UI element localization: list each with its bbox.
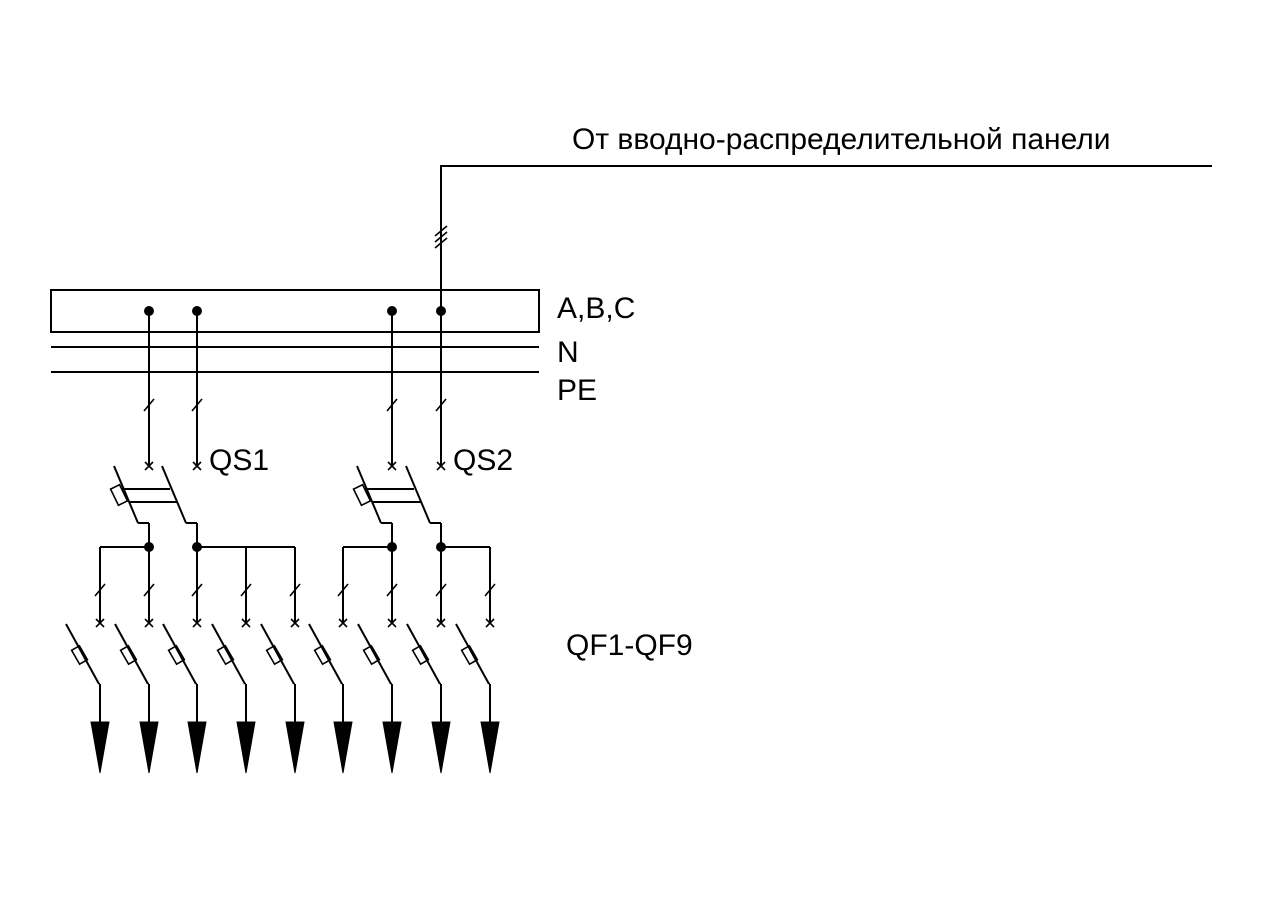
conductor-tick [386,398,398,412]
breaker-blade [114,623,149,685]
contact-cross [387,618,397,628]
breaker-release-box [167,644,186,666]
conductor-tick [435,398,447,412]
pe-bus-label: PE [557,374,597,407]
phase-busbar [50,289,540,333]
switch-release-box [109,483,129,507]
contact-cross [485,618,495,628]
feeder-arrow [90,721,110,774]
feeder-arrow [139,721,159,774]
main-switch-group [100,306,490,552]
breaker-qf1 [65,547,110,774]
feeder-arrow [285,721,305,774]
feeder-arrow [382,721,402,774]
conductor-tick [386,583,398,597]
breaker-blade [162,623,197,685]
breaker-blade [65,623,100,685]
contact-cross [144,618,154,628]
conductor-tick [143,398,155,412]
switch-release-box [352,483,372,507]
contact-cross [290,618,300,628]
breaker-qf8 [406,547,451,774]
breaker-blade [455,623,490,685]
breaker-qf5 [260,547,305,774]
feeder-arrow [187,721,207,774]
contact-cross [144,461,154,471]
breaker-blade [211,623,246,685]
breaker-qf4 [211,547,256,774]
breaker-qf3 [162,547,207,774]
conductor-tick [435,583,447,597]
qs2-label: QS2 [453,444,513,477]
neutral-bus-label: N [557,336,579,369]
conductor-tick [143,583,155,597]
contact-cross [95,618,105,628]
breaker-release-box [460,644,479,666]
contact-cross [338,618,348,628]
switch-blade [356,465,382,524]
breaker-release-box [265,644,284,666]
breaker-qf9 [455,547,500,774]
breaker-blade [308,623,343,685]
contact-cross [436,461,446,471]
feeder-arrow [431,721,451,774]
source-label: От вводно-распределительной панели [572,123,1111,156]
breaker-blade [260,623,295,685]
breaker-release-box [119,644,138,666]
qs1-label: QS1 [209,444,269,477]
conductor-tick [484,583,496,597]
breaker-blade [357,623,392,685]
switch-blade [405,465,431,524]
conductor-tick [240,583,252,597]
feeder-arrow [236,721,256,774]
switch-blade [161,465,187,524]
main-switch-2 [352,306,447,552]
branch-breaker-group [65,547,500,774]
conductor-tick [191,583,203,597]
breaker-qf7 [357,547,402,774]
contact-cross [192,618,202,628]
conductor-tick [337,583,349,597]
feeder-arrow [480,721,500,774]
breaker-qf6 [308,547,353,774]
breaker-release-box [70,644,89,666]
conductor-tick [289,583,301,597]
breaker-release-box [216,644,235,666]
phase-bus-label: A,B,C [557,292,635,325]
three-phase-marker [434,225,448,249]
incoming-feeder-line [440,165,1212,311]
contact-cross [241,618,251,628]
conductor-tick [191,398,203,412]
breaker-qf2 [114,547,159,774]
switch-blade [113,465,139,524]
feeder-arrow [333,721,353,774]
conductor-tick [94,583,106,597]
breakers-label: QF1-QF9 [566,629,693,662]
breaker-release-box [411,644,430,666]
breaker-release-box [313,644,332,666]
contact-cross [192,461,202,471]
contact-cross [387,461,397,471]
breaker-blade [406,623,441,685]
contact-cross [436,618,446,628]
main-switch-1 [109,306,203,552]
breaker-release-box [362,644,381,666]
